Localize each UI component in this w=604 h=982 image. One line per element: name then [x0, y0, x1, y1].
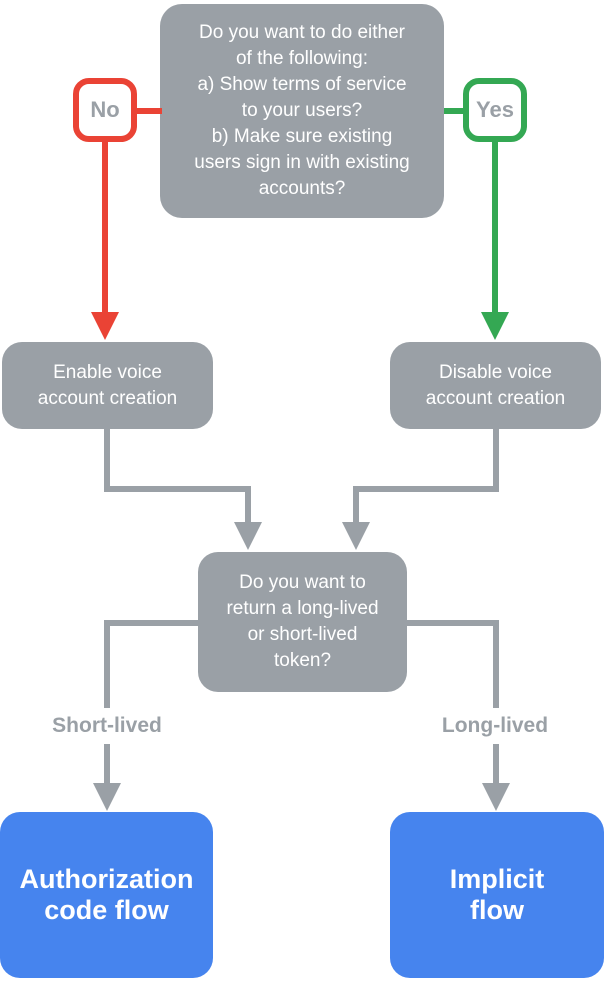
short-lived-arrowhead-icon: [93, 783, 121, 811]
short-lived-label-text: Short-lived: [52, 714, 162, 737]
implicit-flow-text: Implicit flow: [449, 864, 545, 925]
short-lived-horizontal-line: [104, 620, 198, 626]
yes-branch-vertical-line: [492, 142, 498, 312]
token-question-node: Do you want to return a long-lived or sh…: [198, 552, 407, 692]
enable-out-horizontal-line: [104, 486, 251, 492]
disable-voice-node: Disable voice account creation: [390, 342, 601, 429]
enable-voice-text: Enable voice account creation: [37, 361, 178, 409]
disable-in-vertical-line: [353, 486, 359, 522]
no-branch-horizontal-line: [137, 108, 162, 114]
top-question-node: Do you want to do either of the followin…: [160, 4, 444, 218]
token-question-text: Do you want to return a long-lived or sh…: [226, 572, 379, 671]
enable-in-vertical-line: [245, 486, 251, 522]
no-badge: No: [73, 78, 137, 142]
disable-out-vertical-line: [493, 429, 499, 492]
long-lived-arrowhead-icon: [482, 783, 510, 811]
yes-branch-arrowhead-icon: [481, 312, 509, 340]
short-lived-label: Short-lived: [22, 708, 192, 744]
yes-badge: Yes: [463, 78, 527, 142]
enable-out-vertical-line: [104, 429, 110, 492]
yes-branch-horizontal-line: [444, 108, 463, 114]
enable-voice-node: Enable voice account creation: [2, 342, 213, 429]
no-branch-arrowhead-icon: [91, 312, 119, 340]
long-lived-label: Long-lived: [410, 708, 580, 744]
enable-in-arrowhead-icon: [234, 522, 262, 550]
implicit-flow-node: Implicit flow: [390, 812, 604, 978]
long-lived-horizontal-line: [407, 620, 499, 626]
disable-in-arrowhead-icon: [342, 522, 370, 550]
long-lived-label-text: Long-lived: [441, 714, 549, 737]
yes-badge-text: Yes: [476, 97, 514, 122]
short-lived-vertical-line: [104, 620, 110, 783]
disable-voice-text: Disable voice account creation: [425, 361, 566, 409]
long-lived-vertical-line: [493, 620, 499, 783]
authorization-code-flow-node: Authorization code flow: [0, 812, 213, 978]
no-branch-vertical-line: [102, 142, 108, 312]
top-question-text: Do you want to do either of the followin…: [194, 22, 410, 199]
disable-out-horizontal-line: [353, 486, 499, 492]
no-badge-text: No: [90, 97, 120, 122]
authorization-code-flow-text: Authorization code flow: [19, 864, 194, 925]
